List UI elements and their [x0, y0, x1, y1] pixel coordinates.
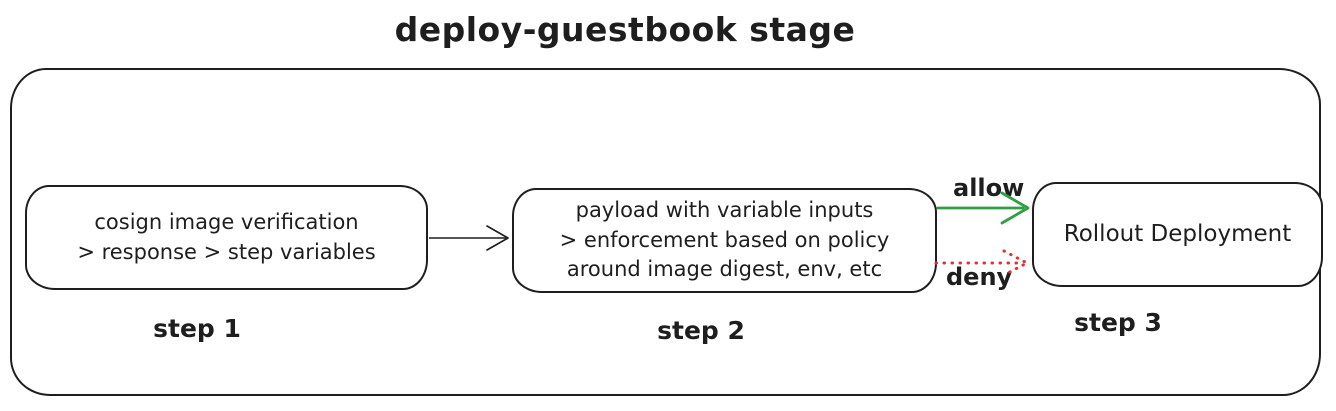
step1-label: step 1: [153, 314, 241, 343]
node-step2: payload with variable inputs > enforceme…: [512, 188, 937, 293]
node-step1-text-line: > response > step variables: [77, 239, 376, 264]
deny-edge-label: deny: [946, 263, 1013, 291]
node-step3-text-line: Rollout Deployment: [1063, 221, 1292, 248]
node-step1: cosign image verification > response > s…: [25, 185, 428, 290]
allow-edge-label: allow: [953, 174, 1025, 202]
step3-label: step 3: [1074, 308, 1162, 337]
node-step1-text-line: cosign image verification: [94, 209, 359, 234]
diagram-title: deploy-guestbook stage: [394, 10, 856, 49]
node-step3: Rollout Deployment: [1032, 182, 1323, 287]
step2-label: step 2: [657, 316, 745, 345]
node-step2-text-line: around image digest, env, etc: [566, 257, 883, 282]
node-step2-text-line: payload with variable inputs: [575, 197, 874, 222]
node-step2-text-line: > enforcement based on policy: [559, 227, 890, 252]
